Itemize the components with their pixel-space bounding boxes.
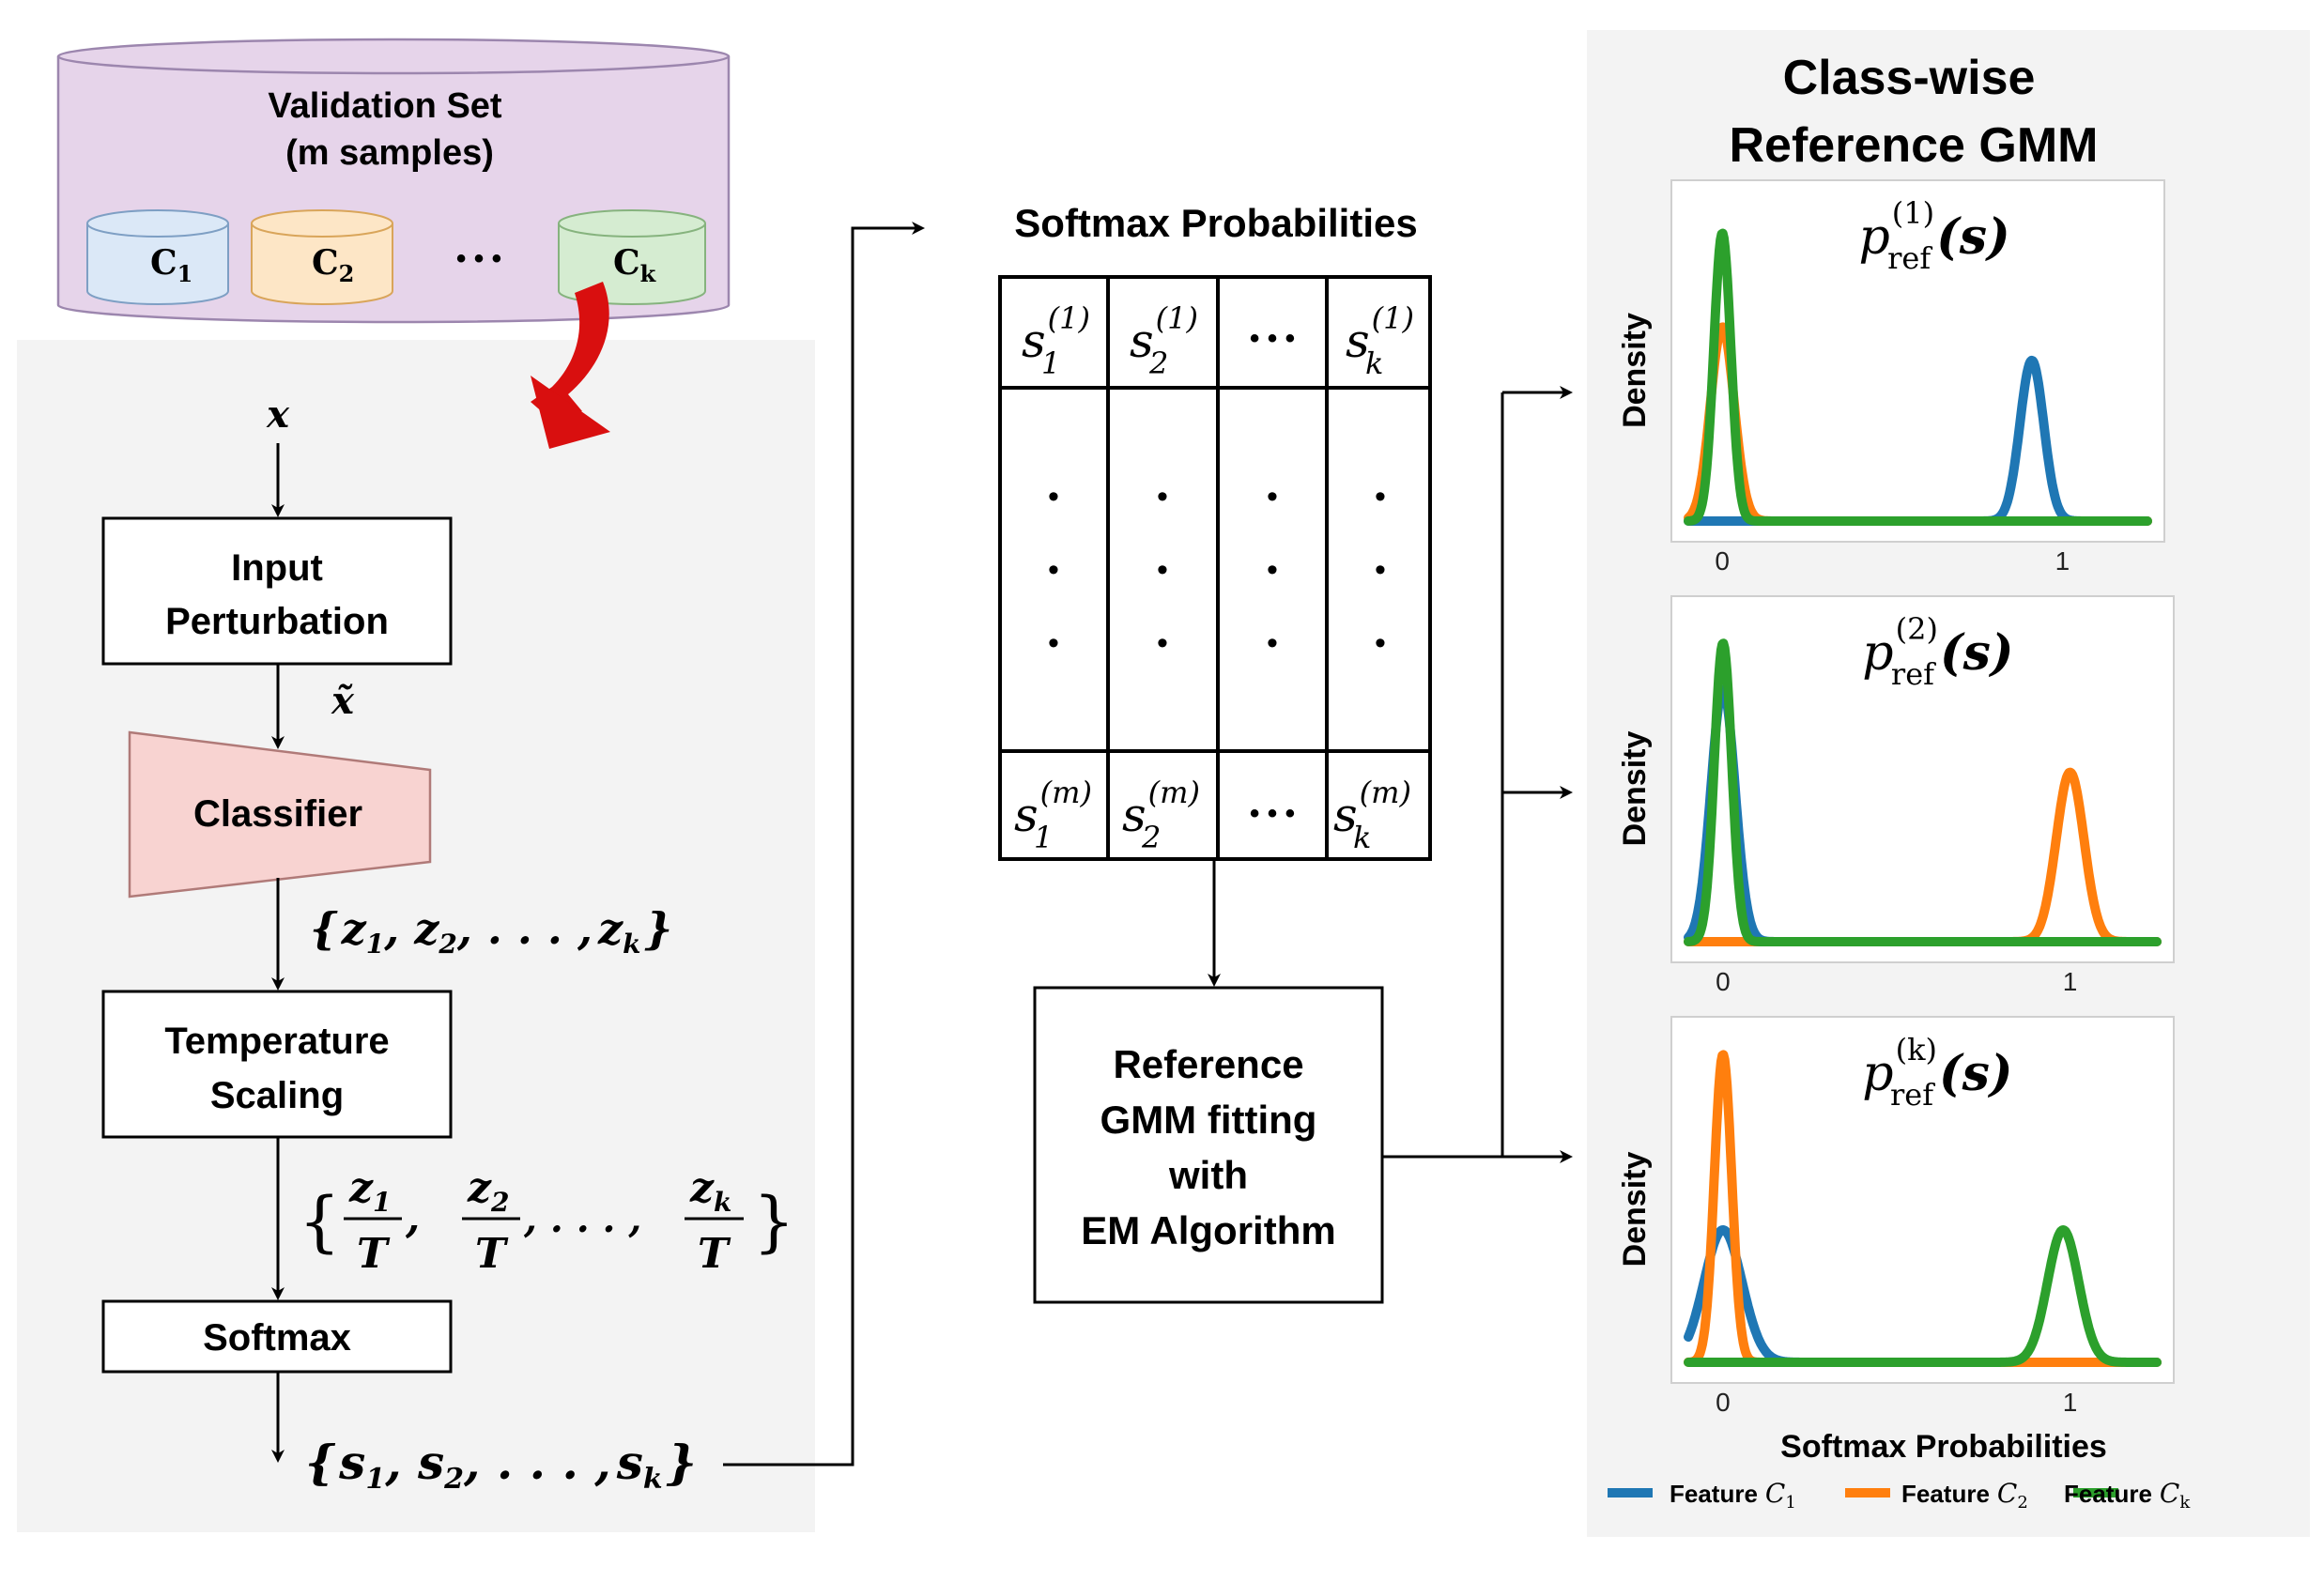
classifier-trapezoid xyxy=(128,730,432,899)
scaled-logits-label: { z1 T , z2 T , . . . , zk T } xyxy=(299,1164,795,1278)
chart-tick-label-0: 0 xyxy=(1716,967,1731,996)
matrix-cell-s2-m: s(m)2 xyxy=(1122,775,1200,855)
red-curved-arrow xyxy=(531,282,610,449)
chart-plot-area xyxy=(1670,1016,2175,1384)
class-ellipsis: • • • xyxy=(456,243,501,274)
gmm-fitting-line1: Reference xyxy=(1113,1042,1303,1086)
gmm-chart-3: p(k)ref(s) Density 0 1 xyxy=(1617,1016,2175,1417)
input-perturbation-box xyxy=(101,516,453,666)
gmm-chart-2: p(2)ref(s) Density 0 1 xyxy=(1617,595,2175,996)
svg-text:{: { xyxy=(299,1183,341,1260)
matrix-cell-sk-m: s(m)k xyxy=(1333,775,1411,855)
legend-swatch-c2 xyxy=(1845,1488,1890,1498)
legend-swatch-c1 xyxy=(1608,1488,1653,1498)
svg-text:•: • xyxy=(1375,552,1386,588)
chart-y-label: Density xyxy=(1617,731,1653,847)
fraction-num-k: zk xyxy=(689,1164,731,1218)
class-label-c1: C1 xyxy=(150,243,192,287)
chart-title: p(1)ref(s) xyxy=(1859,195,2010,276)
input-perturbation-line2: Perturbation xyxy=(165,601,389,642)
temperature-scaling-line1: Temperature xyxy=(164,1021,389,1062)
legend-swatch-ck xyxy=(2073,1488,2118,1498)
svg-text:•: • xyxy=(1267,552,1278,588)
chart-tick-label-1: 1 xyxy=(2063,967,2078,996)
gmm-fitting-line3: with xyxy=(1168,1153,1248,1197)
chart-y-label: Density xyxy=(1617,313,1653,428)
temperature-scaling-box xyxy=(101,990,453,1139)
matrix-vertical-dots: • • • • • • • • • • • • xyxy=(1048,479,1386,661)
reference-title-line2: Reference GMM xyxy=(1730,118,2099,173)
svg-text:•: • xyxy=(1048,552,1059,588)
fraction-num-2: z2 xyxy=(467,1164,509,1218)
gmm-fitting-line4: EM Algorithm xyxy=(1081,1208,1335,1252)
svg-text:•: • xyxy=(1048,625,1059,661)
validation-set-subtitle: (m samples) xyxy=(285,133,494,173)
probabilities-set-label: {s1, s2, . . . ,sk} xyxy=(305,1435,697,1496)
svg-text:}: } xyxy=(753,1183,795,1260)
svg-text:,: , xyxy=(405,1194,420,1242)
chart-y-label: Density xyxy=(1617,1152,1653,1267)
chart-title: p(k)ref(s) xyxy=(1862,1032,2012,1113)
fraction-num-1: z1 xyxy=(348,1164,391,1218)
svg-text:•: • xyxy=(1157,552,1168,588)
class-label-c2: C2 xyxy=(312,243,354,287)
validation-set-title: Validation Set xyxy=(268,86,502,126)
series-line-3 xyxy=(1684,638,2162,946)
shared-x-axis-label: Softmax Probabilities xyxy=(1780,1429,2107,1465)
arrow-probs-to-matrix xyxy=(723,222,925,1467)
softmax-label: Softmax xyxy=(203,1317,351,1359)
validation-set-cylinder: Validation Set (m samples) xyxy=(56,38,731,324)
svg-text:•: • xyxy=(1267,479,1278,515)
matrix-title: Softmax Probabilities xyxy=(1014,201,1417,245)
chart-plot-area xyxy=(1670,179,2165,543)
matrix-cell-sk-1: s(1)k xyxy=(1346,300,1414,381)
input-variable-x: x xyxy=(266,392,290,437)
input-perturbation-line1: Input xyxy=(231,547,323,589)
class-label-ck: Ck xyxy=(613,243,657,287)
fraction-den-2: T xyxy=(475,1230,509,1278)
matrix-cell-s1-m: s(m)1 xyxy=(1014,775,1092,855)
reference-title-line1: Class-wise xyxy=(1783,51,2036,105)
fraction-den-k: T xyxy=(698,1230,731,1278)
classifier-label: Classifier xyxy=(193,793,362,835)
chart-tick-label-1: 1 xyxy=(2063,1388,2078,1417)
softmax-box xyxy=(101,1299,453,1374)
svg-text:•: • xyxy=(1375,625,1386,661)
matrix-top-row-ellipsis: • • • xyxy=(1250,323,1295,354)
chart-tick-label-0: 0 xyxy=(1716,1388,1731,1417)
svg-text:, . . . ,: , . . . , xyxy=(523,1197,641,1241)
logits-set-label: {z1, z2, . . . ,zk} xyxy=(310,903,672,960)
matrix-cell-s1-1: s(1)1 xyxy=(1022,300,1090,381)
temperature-scaling-line2: Scaling xyxy=(210,1075,344,1116)
svg-text:•: • xyxy=(1375,479,1386,515)
svg-text:•: • xyxy=(1157,479,1168,515)
perturbed-variable-x-tilde: x̃ xyxy=(331,679,355,723)
softmax-matrix xyxy=(998,275,1432,861)
chart-tick-label-1: 1 xyxy=(2055,546,2070,576)
series-line-3 xyxy=(1684,1225,2162,1367)
gmm-chart-1: p(1)ref(s) Density 0 1 xyxy=(1617,179,2165,576)
chart-title: p(2)ref(s) xyxy=(1862,611,2013,692)
fraction-den-1: T xyxy=(357,1230,391,1278)
svg-text:•: • xyxy=(1048,479,1059,515)
chart-tick-label-0: 0 xyxy=(1715,546,1730,576)
class-cylinder-c1: C1 xyxy=(86,209,229,305)
svg-text:•: • xyxy=(1267,625,1278,661)
svg-text:•: • xyxy=(1157,625,1168,661)
matrix-bottom-row-ellipsis: • • • xyxy=(1250,798,1295,829)
series-line-3 xyxy=(1684,228,2152,526)
class-cylinder-c2: C2 xyxy=(251,209,393,305)
gmm-fitting-line2: GMM fitting xyxy=(1100,1098,1317,1142)
gmm-fitting-box xyxy=(1033,986,1384,1304)
class-cylinder-ck: Ck xyxy=(558,209,706,305)
matrix-cell-s2-1: s(1)2 xyxy=(1130,300,1198,381)
